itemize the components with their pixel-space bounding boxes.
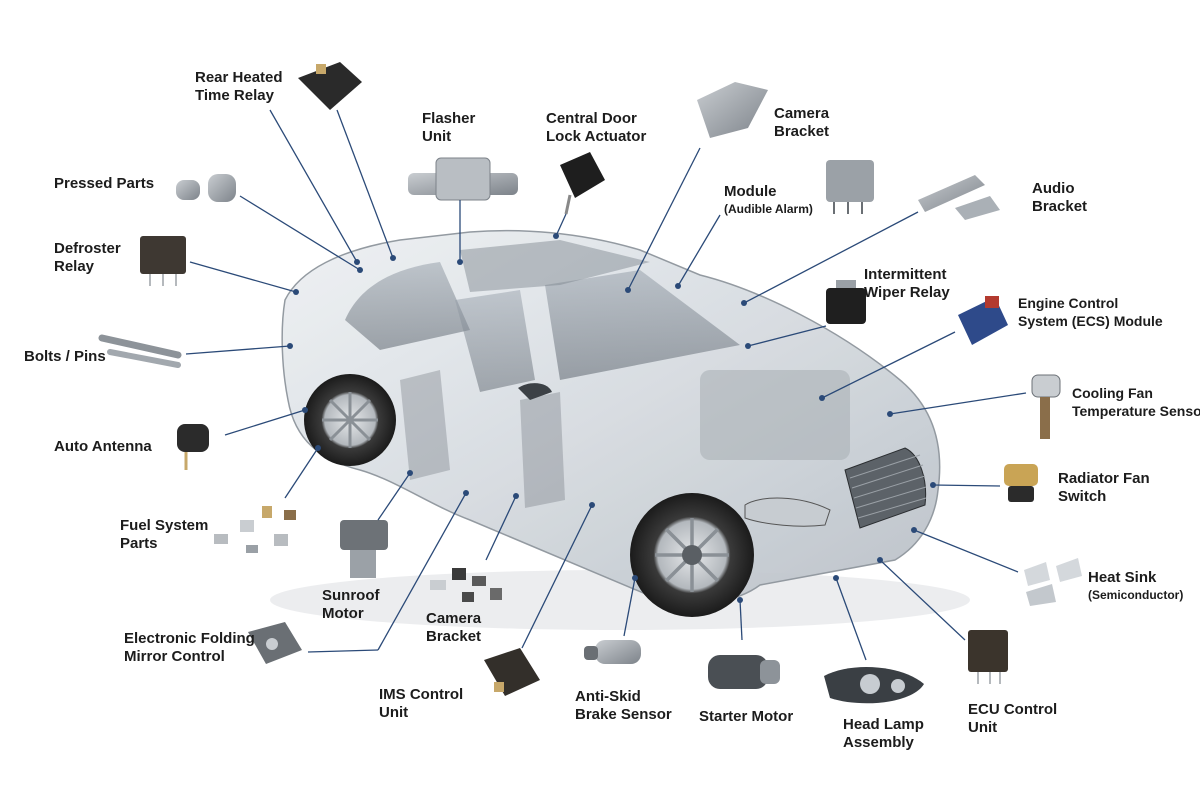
label-line: Temperature Sensor <box>1072 403 1200 419</box>
central-door-lock-actuator-part <box>560 152 605 215</box>
heat-sink-part <box>1024 558 1082 606</box>
label-line: Electronic Folding <box>124 630 255 647</box>
label-fuel-system-parts: Fuel System Parts <box>120 517 208 553</box>
label-cooling-fan-temperature-sensor: Cooling Fan Temperature Sensor <box>1072 384 1200 420</box>
label-camera-bracket-bottom: Camera Bracket <box>426 610 481 646</box>
label-line: Unit <box>422 128 452 145</box>
label-line: Audio <box>1032 180 1075 197</box>
label-subtext: (Audible Alarm) <box>724 202 813 216</box>
label-line: Parts <box>120 535 158 552</box>
camera-bracket-bottom-part <box>430 568 502 602</box>
label-line: Switch <box>1058 488 1107 505</box>
label-intermittent-wiper-relay: Intermittent Wiper Relay <box>864 266 950 302</box>
engine-control-system-module-part <box>958 296 1008 345</box>
label-line: Central Door <box>546 110 637 127</box>
label-line: Bracket <box>1032 198 1088 215</box>
label-audio-bracket: Audio Bracket <box>1032 180 1087 216</box>
label-line: Defroster <box>54 240 121 257</box>
label-line: Engine Control <box>1018 295 1119 311</box>
label-radiator-fan-switch: Radiator Fan Switch <box>1058 470 1150 506</box>
label-line: Sunroof <box>322 587 380 604</box>
label-module-audible-alarm: Module (Audible Alarm) <box>724 183 813 217</box>
radiator-fan-switch-part <box>1004 464 1038 502</box>
label-line: Unit <box>379 704 409 721</box>
pressed-parts-part <box>176 174 236 202</box>
label-camera-bracket-top: Camera Bracket <box>774 105 829 141</box>
label-defroster-relay: Defroster Relay <box>54 240 121 276</box>
label-line: Module <box>724 183 777 200</box>
label-head-lamp-assembly: Head Lamp Assembly <box>843 716 924 752</box>
label-sunroof-motor: Sunroof Motor <box>322 587 380 623</box>
label-line: ECU Control <box>968 701 1058 718</box>
label-line: Camera <box>774 105 830 122</box>
label-line: IMS Control <box>379 686 464 703</box>
label-line: Mirror Control <box>124 648 225 665</box>
audio-bracket-part <box>918 175 1000 220</box>
label-line: Heat Sink <box>1088 569 1157 586</box>
label-line: Brake Sensor <box>575 706 672 723</box>
label-electronic-folding-mirror-control: Electronic Folding Mirror Control <box>124 630 255 666</box>
ims-control-unit-part <box>484 648 540 696</box>
label-line: Motor <box>322 605 364 622</box>
label-central-door-lock-actuator: Central Door Lock Actuator <box>546 110 646 146</box>
label-line: Unit <box>968 719 998 736</box>
label-line: Rear Heated <box>195 69 283 86</box>
label-line: Anti-Skid <box>575 688 641 705</box>
label-ims-control-unit: IMS Control Unit <box>379 686 463 722</box>
leader-lines <box>185 109 1027 661</box>
head-lamp-assembly-part <box>824 666 924 704</box>
label-subtext: (Semiconductor) <box>1088 588 1184 602</box>
auto-antenna-part <box>177 424 209 470</box>
label-anti-skid-brake-sensor: Anti-Skid Brake Sensor <box>575 688 672 724</box>
label-line: Wiper Relay <box>864 284 950 301</box>
fuel-system-parts-part <box>214 506 296 553</box>
label-line: Camera <box>426 610 482 627</box>
starter-motor-part <box>708 655 780 689</box>
label-line: Radiator Fan <box>1058 470 1150 487</box>
transparent-car <box>270 229 970 630</box>
label-line: Flasher <box>422 110 476 127</box>
label-line: Time Relay <box>195 87 274 104</box>
defroster-relay-part <box>140 236 186 286</box>
label-line: Lock Actuator <box>546 128 647 145</box>
label-starter-motor: Starter Motor <box>699 708 793 726</box>
label-ecu-control-unit: ECU Control Unit <box>968 701 1057 737</box>
label-line: Bracket <box>426 628 482 645</box>
anti-skid-brake-sensor-part <box>584 640 641 664</box>
label-line: Relay <box>54 258 95 275</box>
label-line: Bolts / Pins <box>24 348 106 365</box>
label-bolts-pins: Bolts / Pins <box>24 348 106 366</box>
label-engine-control-system-module: Engine Control System (ECS) Module <box>1018 294 1163 330</box>
label-line: Fuel System <box>120 517 209 534</box>
label-flasher-unit: Flasher Unit <box>422 110 475 146</box>
label-line: Cooling Fan <box>1072 385 1153 401</box>
label-pressed-parts: Pressed Parts <box>54 175 154 193</box>
label-line: Starter Motor <box>699 708 794 725</box>
bolts-pins-part <box>98 334 182 368</box>
label-line: Pressed Parts <box>54 175 155 192</box>
label-line: Head Lamp <box>843 716 924 733</box>
label-line: Bracket <box>774 123 830 140</box>
label-line: Assembly <box>843 734 914 751</box>
flasher-unit-part <box>408 157 518 201</box>
ecu-control-unit-part <box>968 630 1008 684</box>
sunroof-motor-part <box>340 520 388 578</box>
module-audible-alarm-part <box>826 160 874 214</box>
electronic-folding-mirror-control-part <box>248 622 302 664</box>
label-rear-heated-time-relay: Rear Heated Time Relay <box>195 69 283 105</box>
label-line: System (ECS) Module <box>1018 313 1163 329</box>
rear-heated-time-relay-part <box>298 62 362 110</box>
camera-bracket-top-part <box>697 82 768 138</box>
label-heat-sink: Heat Sink (Semiconductor) <box>1088 569 1183 603</box>
label-line: Intermittent <box>864 266 947 283</box>
label-auto-antenna: Auto Antenna <box>54 438 152 456</box>
cooling-fan-temperature-sensor-part <box>1031 374 1061 439</box>
intermittent-wiper-relay-part <box>826 280 866 324</box>
label-line: Auto Antenna <box>54 438 152 455</box>
